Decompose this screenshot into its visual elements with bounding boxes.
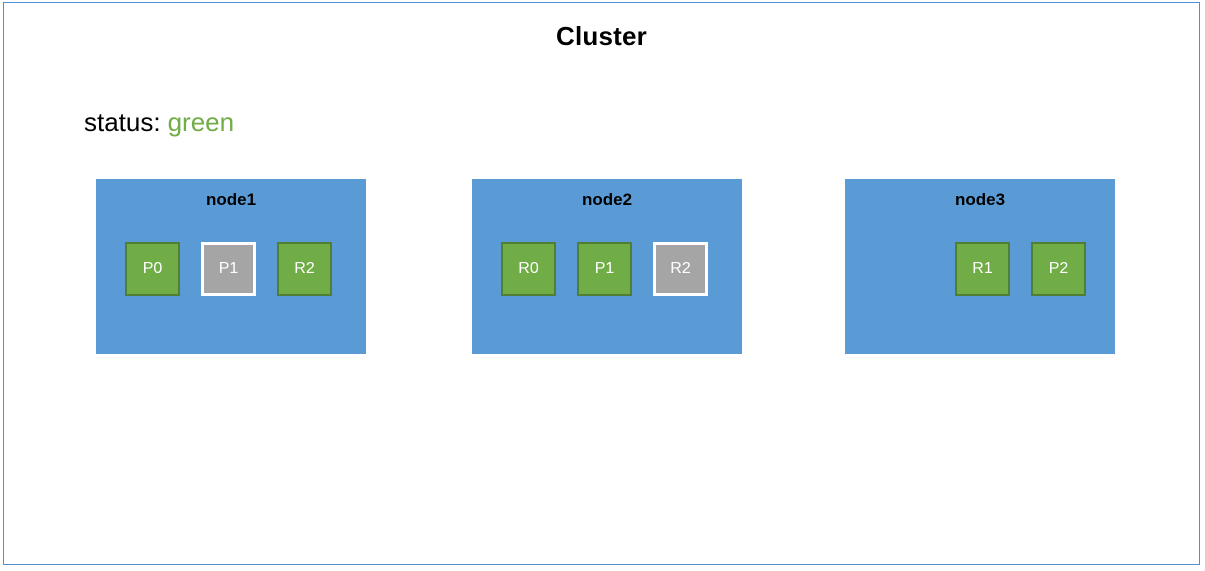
shard-row: R0 P1 R2 xyxy=(472,242,742,298)
status-label: status: xyxy=(84,107,161,137)
shard-p1[interactable]: P1 xyxy=(201,242,256,296)
shard-r2[interactable]: R2 xyxy=(653,242,708,296)
node-title: node1 xyxy=(205,190,257,209)
page-title: Cluster xyxy=(556,21,647,51)
shard-p1[interactable]: P1 xyxy=(577,242,632,296)
shard-p2[interactable]: P2 xyxy=(1031,242,1086,296)
diagram-canvas: Cluster status:green node1 P0 P1 R2 node… xyxy=(3,2,1200,565)
shard-row: P0 P1 R2 xyxy=(96,242,366,298)
node-box-node2[interactable]: node2 R0 P1 R2 xyxy=(472,179,742,354)
node-box-node1[interactable]: node1 P0 P1 R2 xyxy=(96,179,366,354)
shard-p0[interactable]: P0 xyxy=(125,242,180,296)
shard-r0[interactable]: R0 xyxy=(501,242,556,296)
shard-r1[interactable]: R1 xyxy=(955,242,1010,296)
node-title: node2 xyxy=(581,190,633,209)
status-badge: green xyxy=(167,107,235,137)
cluster-status: status:green xyxy=(84,107,234,138)
shard-r2[interactable]: R2 xyxy=(277,242,332,296)
shard-row: R1 P2 xyxy=(845,242,1115,298)
node-box-node3[interactable]: node3 R1 P2 xyxy=(845,179,1115,354)
node-title: node3 xyxy=(954,190,1006,209)
